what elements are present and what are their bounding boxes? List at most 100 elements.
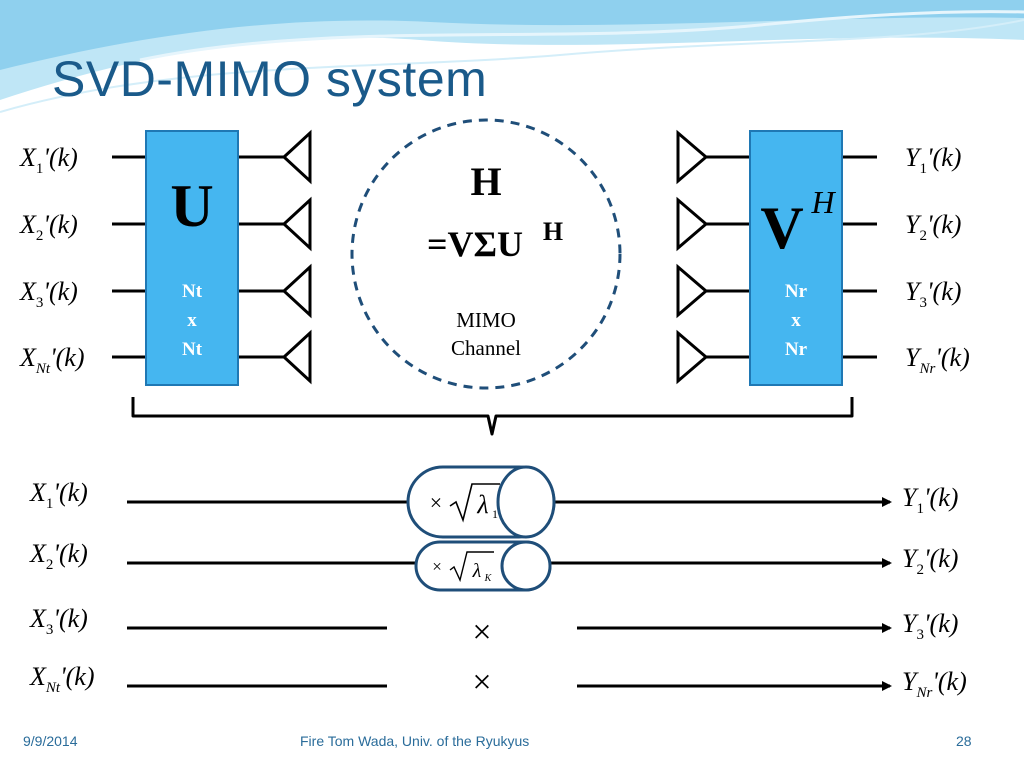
top-output-label-suffix: '(k) (927, 210, 961, 239)
bottom-input-label: X2'(k) (29, 539, 88, 573)
top-output-label-suffix: '(k) (927, 277, 961, 306)
top-input-label-base: X (19, 343, 37, 372)
top-output-label-suffix: '(k) (935, 343, 969, 372)
bottom-output-label-subscript: 3 (916, 627, 924, 643)
gain-cylinder-1: × λ 1 (406, 465, 556, 539)
top-output-label-subscript: Nr (918, 361, 935, 377)
top-input-label-base: X (19, 143, 37, 172)
top-output-label: Y2'(k) (905, 210, 961, 244)
bottom-output-label-base: Y (902, 609, 919, 638)
gain-lambda-symbol: λ (476, 490, 488, 519)
bottom-input-label-suffix: '(k) (53, 604, 87, 633)
top-input-label-subscript: 2 (36, 228, 44, 244)
vh-matrix-label: V (760, 195, 803, 261)
u-size-row: Nt (182, 281, 203, 302)
bottom-input-label-suffix: '(k) (53, 539, 87, 568)
top-input-label-base: X (19, 277, 37, 306)
tx-antenna-icon (281, 263, 312, 319)
top-output-label-subscript: 1 (919, 161, 927, 177)
top-output-label-base: Y (905, 277, 922, 306)
top-input-label: X2'(k) (19, 210, 78, 244)
top-input-label-base: X (19, 210, 37, 239)
bottom-output-label: Y3'(k) (902, 609, 958, 643)
zero-channel-mask (387, 602, 577, 707)
bottom-input-label-base: X (29, 539, 47, 568)
top-output-label-base: Y (905, 143, 922, 172)
footer-author: Fire Tom Wada, Univ. of the Ryukyus (300, 733, 530, 749)
gain-cylinder-2: × λ K (414, 540, 552, 592)
bottom-output-label-base: Y (902, 667, 919, 696)
bottom-output-label-subscript: Nr (915, 685, 932, 701)
bottom-input-label-base: X (29, 478, 47, 507)
top-input-label-subscript: 1 (36, 161, 44, 177)
grouping-brace (131, 397, 854, 436)
u-matrix-box (145, 130, 239, 386)
top-output-label: Y3'(k) (905, 277, 961, 311)
gain-lambda-subscript: K (484, 573, 493, 584)
bottom-input-label-subscript: 3 (46, 622, 54, 638)
top-output-label: Y1'(k) (905, 143, 961, 177)
top-input-lines: X1'(k)X2'(k)X3'(k)XNt'(k) (19, 129, 312, 385)
top-output-label: YNr'(k) (905, 343, 970, 377)
top-output-label-base: Y (905, 343, 922, 372)
vh-matrix-box (749, 130, 843, 386)
tx-antenna-icon (281, 129, 312, 185)
u-matrix-label: U (170, 173, 213, 239)
tx-antenna-icon (281, 329, 312, 385)
bottom-input-label-suffix: '(k) (53, 478, 87, 507)
gain-lambda-subscript: 1 (492, 507, 498, 521)
bottom-eigen-channels: X1'(k)X2'(k)X3'(k)XNt'(k)Y1'(k)Y2'(k)Y3'… (29, 478, 967, 701)
u-size-row: x (187, 310, 197, 331)
bottom-input-label-subscript: Nt (45, 680, 61, 696)
bottom-output-label-suffix: '(k) (932, 667, 966, 696)
top-output-label-base: Y (905, 210, 922, 239)
bottom-output-label-subscript: 2 (916, 562, 924, 578)
top-input-label-suffix: '(k) (50, 343, 84, 372)
slide-title: SVD-MIMO system (52, 51, 488, 107)
top-input-label: X1'(k) (19, 143, 78, 177)
mimo-channel-circle (350, 118, 622, 390)
gain-times-sign: × (432, 557, 442, 576)
top-input-label-suffix: '(k) (43, 143, 77, 172)
page-number: 28 (956, 733, 972, 749)
v-size-row: x (791, 310, 801, 331)
top-input-label-subscript: 3 (36, 295, 44, 311)
bottom-input-label: X3'(k) (29, 604, 88, 638)
v-size-row: Nr (785, 281, 808, 302)
gain-lambda-symbol: λ (472, 560, 482, 582)
top-output-label-subscript: 2 (919, 228, 927, 244)
bottom-output-label: YNr'(k) (902, 667, 967, 701)
top-input-label: XNt'(k) (19, 343, 85, 377)
channel-svd-formula: =VΣU (427, 224, 523, 264)
tx-antenna-icon (281, 196, 312, 252)
u-size-row: Nt (182, 339, 203, 360)
v-size-row: Nr (785, 339, 808, 360)
bottom-output-label-suffix: '(k) (924, 483, 958, 512)
bottom-input-label-base: X (29, 662, 47, 691)
gain-times-sign: × (430, 490, 442, 515)
top-input-label-subscript: Nt (35, 361, 51, 377)
channel-caption-row: MIMO (456, 308, 516, 332)
vh-matrix-superscript: H (810, 184, 836, 220)
bottom-input-label: XNt'(k) (29, 662, 95, 696)
rx-antenna-icon (676, 129, 709, 185)
channel-caption-row: Channel (451, 336, 521, 360)
top-output-lines: Y1'(k)Y2'(k)Y3'(k)YNr'(k) (676, 129, 970, 385)
channel-svd-superscript: H (543, 217, 563, 246)
bottom-output-label: Y2'(k) (902, 544, 958, 578)
bottom-output-label-suffix: '(k) (924, 609, 958, 638)
bottom-output-label-base: Y (902, 483, 919, 512)
bottom-output-label-base: Y (902, 544, 919, 573)
top-output-label-subscript: 3 (919, 295, 927, 311)
rx-antenna-icon (676, 329, 709, 385)
top-input-label-suffix: '(k) (43, 210, 77, 239)
bottom-input-label-subscript: 2 (46, 557, 54, 573)
bottom-input-label-base: X (29, 604, 47, 633)
bottom-input-label-suffix: '(k) (60, 662, 94, 691)
bottom-output-label-subscript: 1 (916, 501, 924, 517)
top-input-label: X3'(k) (19, 277, 78, 311)
bottom-output-label: Y1'(k) (902, 483, 958, 517)
channel-h-label: H (470, 159, 501, 204)
rx-antenna-icon (676, 263, 709, 319)
